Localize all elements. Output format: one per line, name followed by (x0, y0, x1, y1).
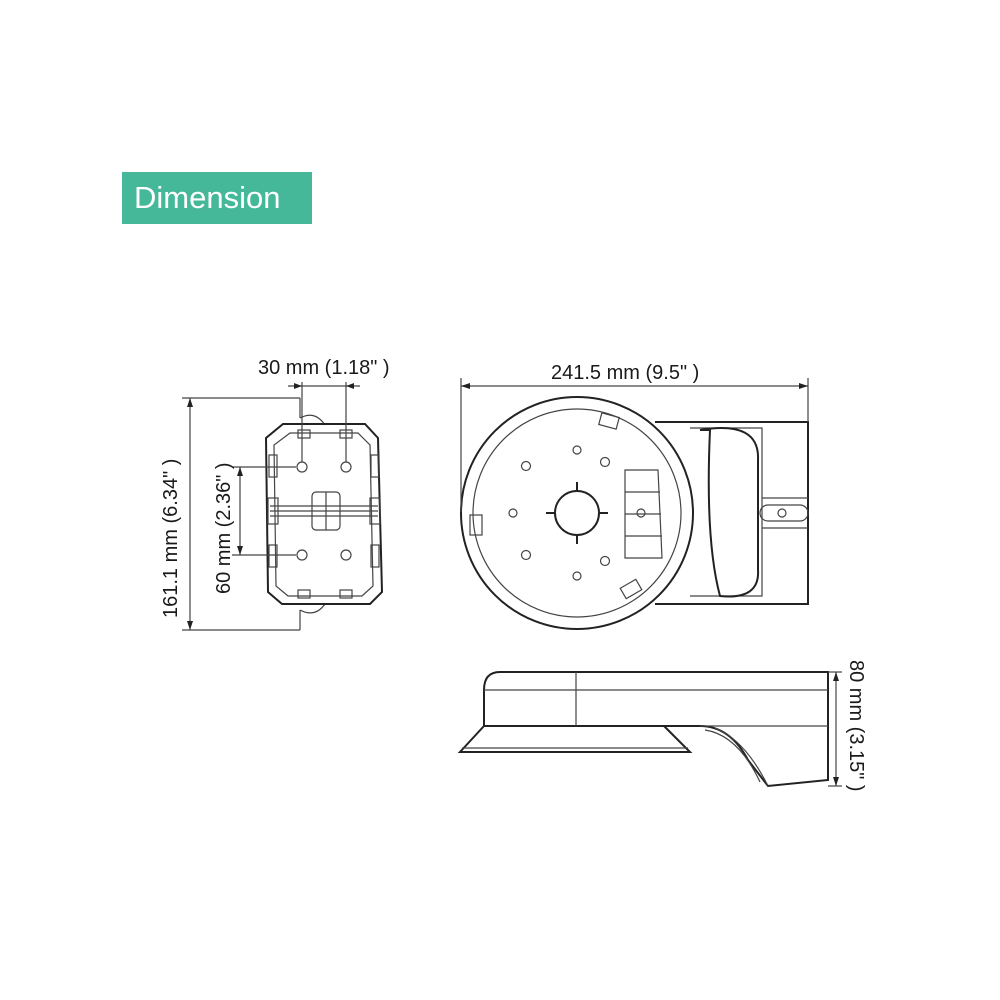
back-plate-view (264, 398, 384, 630)
label-241mm: 241.5 mm (9.5" ) (551, 362, 699, 384)
dimension-80mm (828, 671, 842, 787)
top-view (460, 396, 809, 630)
dimension-30mm (288, 382, 360, 462)
label-60mm: 60 mm (2.36" ) (213, 462, 235, 594)
side-view (457, 671, 829, 788)
dimension-60mm (232, 466, 296, 556)
label-161mm: 161.1 mm (6.34" ) (160, 459, 182, 618)
section-title: Dimension (122, 172, 312, 224)
dimension-241mm (460, 378, 809, 512)
dimension-161mm (182, 397, 300, 631)
label-80mm: 80 mm (3.15" ) (845, 660, 867, 792)
label-30mm: 30 mm (1.18" ) (258, 357, 390, 379)
